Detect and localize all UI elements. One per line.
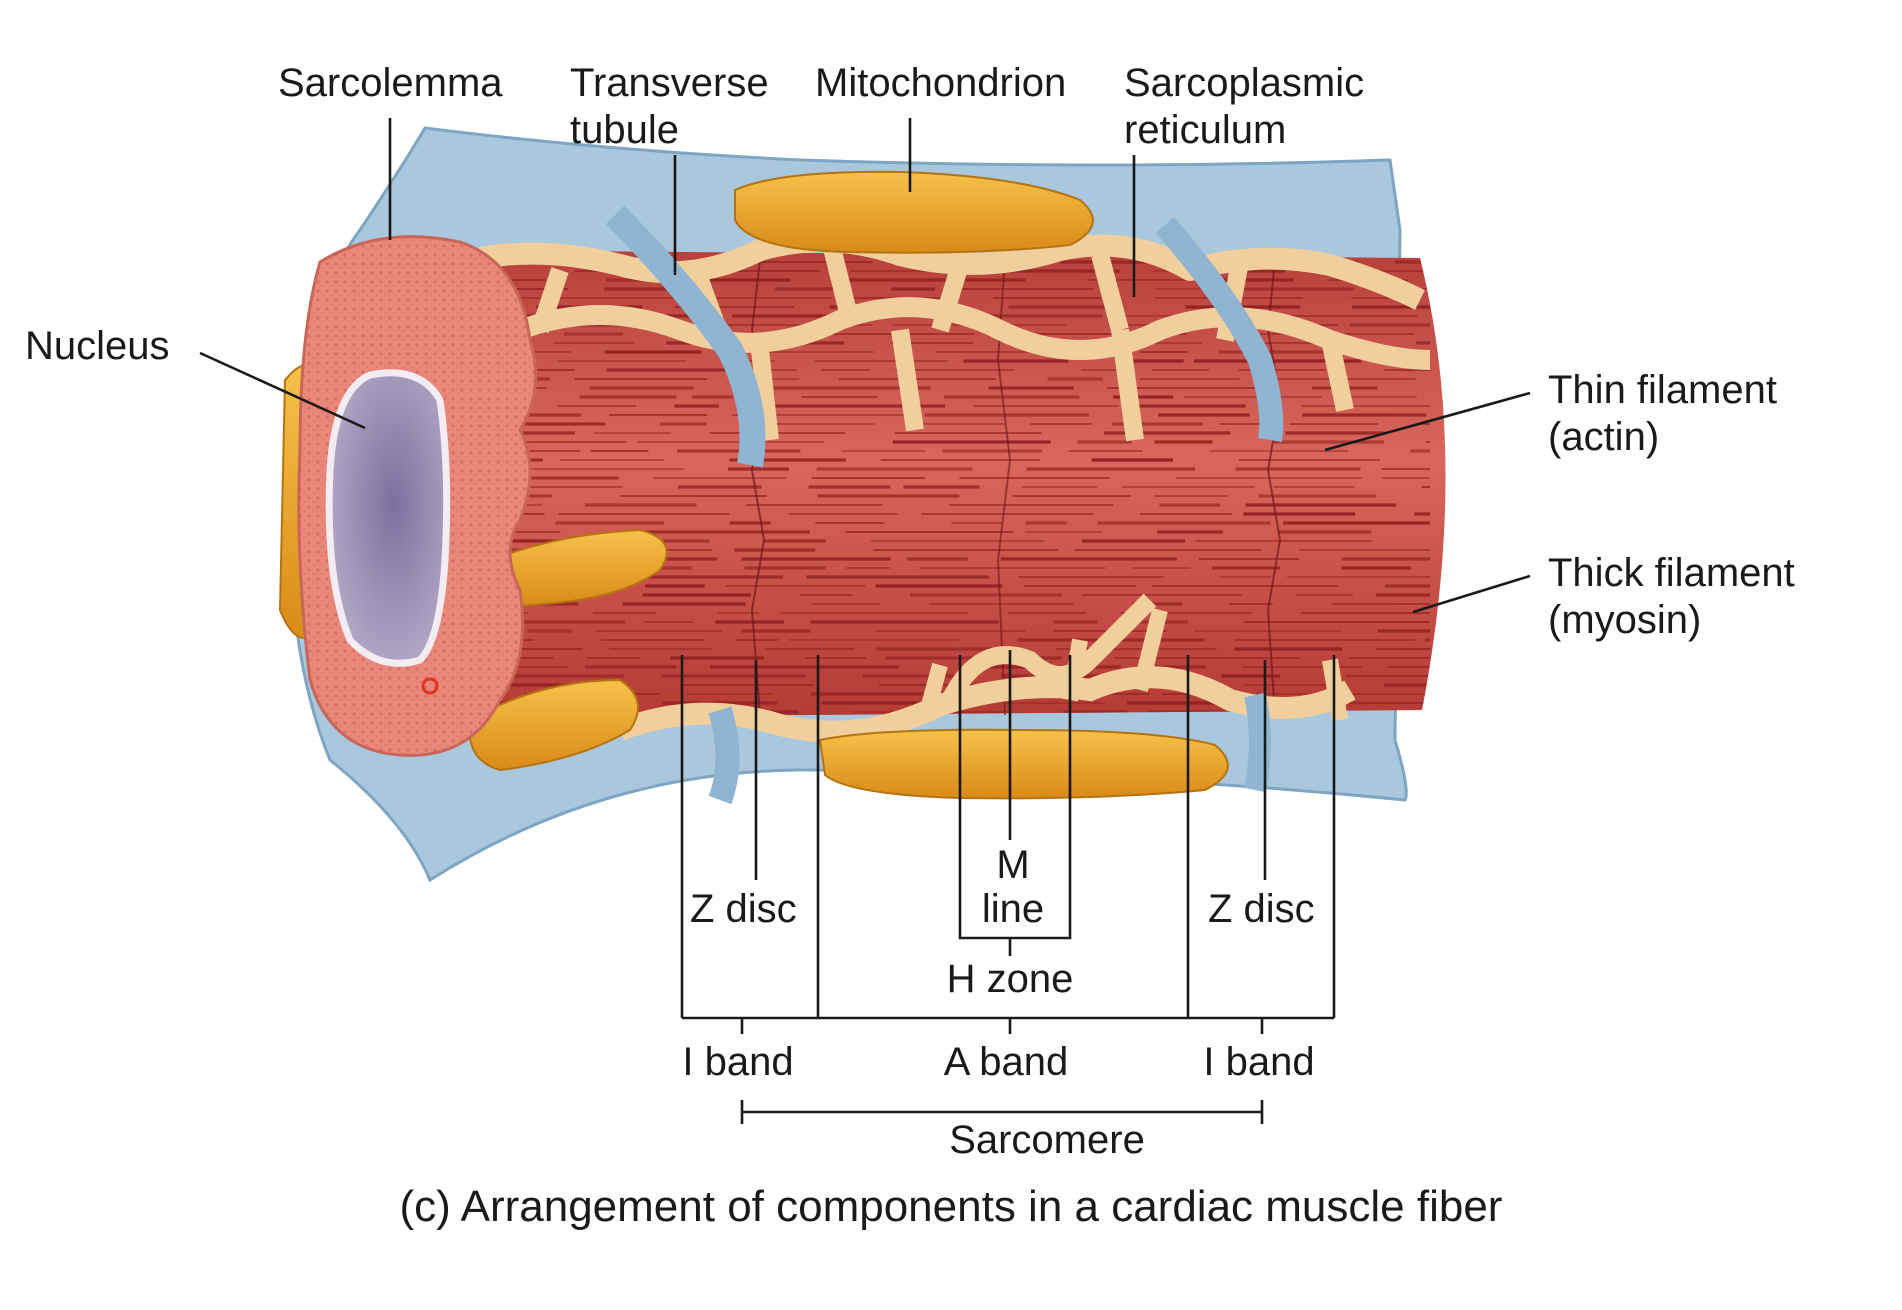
- label-sarcoplasmic-reticulum-1: Sarcoplasmic: [1124, 61, 1364, 105]
- label-thick-filament-2: (myosin): [1548, 598, 1701, 642]
- label-z-disc-right: Z disc: [1208, 887, 1315, 931]
- label-thick-filament-1: Thick filament: [1548, 551, 1795, 595]
- mitochondrion-top: [734, 170, 1094, 254]
- nucleolus-mark: [421, 677, 439, 695]
- label-m-line-2: line: [982, 887, 1044, 931]
- label-transverse-tubule-2: tubule: [570, 108, 679, 152]
- label-thin-filament-2: (actin): [1548, 415, 1659, 459]
- sarcoplasmic-reticulum-lower: [616, 593, 1356, 743]
- mitochondrion-bottom: [818, 728, 1229, 800]
- nucleus-shape: [325, 369, 451, 667]
- label-thin-filament-1: Thin filament: [1548, 368, 1777, 412]
- label-i-band-right: I band: [1203, 1040, 1314, 1084]
- label-sarcomere: Sarcomere: [949, 1118, 1145, 1162]
- label-m-line-1: M: [996, 843, 1029, 887]
- figure-caption: (c) Arrangement of components in a cardi…: [400, 1182, 1503, 1231]
- z-disc-line-left: [750, 259, 766, 716]
- mitochondrion-low: [468, 678, 639, 772]
- label-nucleus: Nucleus: [25, 324, 170, 368]
- label-mitochondrion: Mitochondrion: [815, 61, 1066, 105]
- leader-lines: [199, 118, 1531, 1124]
- label-sarcoplasmic-reticulum-2: reticulum: [1124, 108, 1286, 152]
- transverse-tubules: [605, 205, 1284, 805]
- label-transverse-tubule-1: Transverse: [570, 61, 769, 105]
- label-z-disc-left: Z disc: [690, 887, 797, 931]
- label-h-zone: H zone: [947, 957, 1074, 1001]
- myofibril-body: [440, 250, 1446, 718]
- label-i-band-left: I band: [682, 1040, 793, 1084]
- sarcoplasmic-reticulum-upper: [467, 230, 1431, 442]
- label-a-band: A band: [944, 1040, 1069, 1084]
- label-sarcolemma: Sarcolemma: [278, 61, 503, 105]
